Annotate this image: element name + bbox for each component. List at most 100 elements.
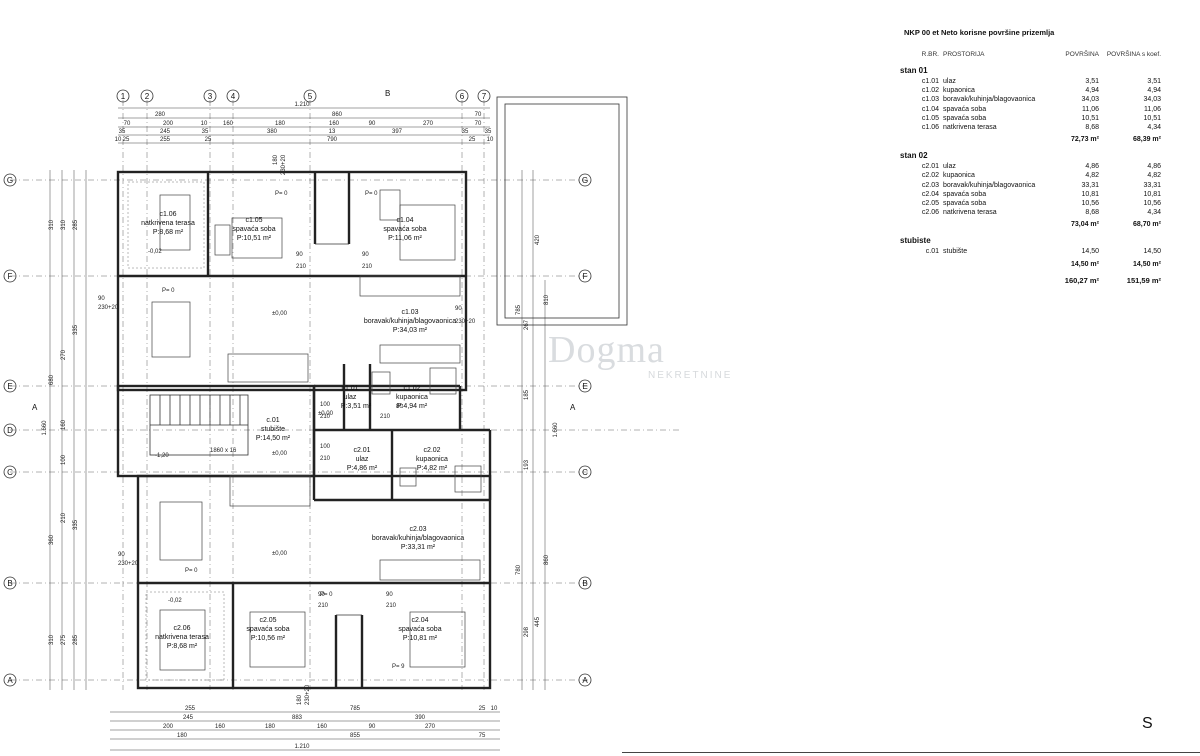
svg-text:90: 90 [318, 592, 325, 598]
svg-text:c1.03: c1.03 [401, 309, 418, 316]
svg-text:90: 90 [98, 296, 105, 302]
svg-text:180: 180 [177, 733, 188, 739]
svg-text:P:34,03 m²: P:34,03 m² [393, 327, 428, 334]
axis-row-label: F [583, 272, 588, 281]
svg-text:35: 35 [485, 129, 492, 135]
svg-text:310: 310 [61, 219, 67, 230]
svg-text:P= 0: P= 0 [365, 191, 378, 197]
svg-text:210: 210 [386, 603, 397, 609]
axis-row-label: A [7, 676, 13, 685]
svg-text:35: 35 [202, 129, 209, 135]
svg-text:160: 160 [215, 724, 226, 730]
svg-text:390: 390 [415, 715, 426, 721]
svg-text:spavaća soba: spavaća soba [383, 226, 426, 233]
svg-text:245: 245 [160, 129, 171, 135]
svg-text:883: 883 [292, 715, 303, 721]
svg-text:100: 100 [61, 454, 67, 465]
svg-text:natkrivena terasa: natkrivena terasa [155, 634, 209, 641]
svg-text:275: 275 [61, 634, 67, 645]
svg-text:±0,00: ±0,00 [272, 311, 288, 317]
axis-row-label: F [8, 272, 13, 281]
svg-text:P:3,51 m²: P:3,51 m² [341, 403, 372, 410]
dim-total-bottom: 1.210 [294, 744, 310, 750]
svg-text:P:33,31 m²: P:33,31 m² [401, 544, 436, 551]
section-title: stan 01 [900, 66, 928, 75]
svg-text:860: 860 [544, 554, 550, 565]
svg-text:90: 90 [296, 252, 303, 258]
svg-text:230+20: 230+20 [98, 305, 119, 311]
p-marks: P= 0 P= 0 P= 0 P= 0 P= 0 P= 9 [162, 191, 405, 670]
svg-text:±0,00: ±0,00 [272, 551, 288, 557]
svg-text:kupaonica: kupaonica [416, 456, 448, 463]
svg-text:200: 200 [163, 724, 174, 730]
axis-row-label: E [7, 382, 12, 391]
right-dimensions: 420 785 810 267 185 1.660 193 780 860 29… [516, 170, 559, 690]
pool [496, 96, 628, 326]
svg-text:335: 335 [73, 324, 79, 335]
svg-text:855: 855 [350, 733, 361, 739]
svg-text:180: 180 [297, 694, 303, 705]
room-id: c1.06 [159, 211, 176, 218]
table-header-row: R.BR. PROSTORIJA POVRŠINA POVRŠINA s koe… [921, 51, 1161, 58]
svg-text:445: 445 [535, 616, 541, 627]
svg-text:210: 210 [61, 512, 67, 523]
svg-text:360: 360 [49, 534, 55, 545]
room-area: P:8,68 m² [153, 229, 184, 236]
svg-text:285: 285 [73, 219, 79, 230]
svg-text:160: 160 [329, 121, 340, 127]
svg-text:35: 35 [119, 129, 126, 135]
svg-text:c2.06: c2.06 [173, 625, 190, 632]
svg-text:A: A [570, 403, 576, 412]
svg-text:210: 210 [362, 264, 373, 270]
axis-labels-rows: G F E D C B A G F E C B A [3, 173, 592, 687]
svg-text:90: 90 [386, 592, 393, 598]
svg-text:298: 298 [524, 626, 530, 637]
svg-text:P:4,94 m²: P:4,94 m² [397, 403, 428, 410]
section-title: stubiste [900, 236, 931, 246]
svg-text:790: 790 [327, 137, 338, 143]
svg-text:310: 310 [49, 634, 55, 645]
svg-text:210: 210 [318, 603, 329, 609]
room-labels: c1.06 natkrivena terasa P:8,68 m² c1.05 … [141, 211, 464, 650]
svg-text:230+20: 230+20 [118, 561, 139, 567]
svg-text:P:14,50 m²: P:14,50 m² [256, 435, 291, 442]
svg-text:90: 90 [369, 724, 376, 730]
axis-col-label: 1 [121, 92, 126, 101]
svg-text:185: 185 [524, 389, 530, 400]
svg-text:25: 25 [205, 137, 212, 143]
svg-text:kupaonica: kupaonica [396, 394, 428, 401]
watermark-subtitle: NEKRETNINE [648, 370, 733, 381]
svg-text:1.660: 1.660 [42, 420, 48, 436]
axis-col-label: 4 [231, 92, 236, 101]
svg-text:230+20: 230+20 [281, 154, 287, 175]
svg-text:230+20: 230+20 [305, 684, 311, 705]
table-title: NKP 00 et Neto korisne površine prizemlj… [904, 28, 1055, 37]
svg-text:335: 335 [73, 519, 79, 530]
svg-text:c2.02: c2.02 [423, 447, 440, 454]
svg-text:70: 70 [124, 121, 131, 127]
top-dimensions: 1.210 280 860 70 70 200 10 160 180 160 9… [115, 102, 494, 144]
svg-text:860: 860 [332, 112, 343, 118]
svg-text:280: 280 [155, 112, 166, 118]
svg-text:397: 397 [392, 129, 403, 135]
svg-text:±0,00: ±0,00 [318, 411, 334, 417]
svg-text:c1.05: c1.05 [245, 217, 262, 224]
axis-row-label: C [582, 468, 588, 477]
svg-text:B: B [385, 89, 390, 98]
svg-text:70: 70 [475, 112, 482, 118]
svg-text:270: 270 [423, 121, 434, 127]
svg-text:210: 210 [380, 414, 391, 420]
svg-text:75: 75 [479, 733, 486, 739]
level-marks: ±0,00 ±0,00 ±0,00 ±0,00 -0,02 -0,02 -1,2… [148, 249, 334, 604]
svg-text:ulaz: ulaz [344, 394, 357, 401]
svg-text:25: 25 [123, 137, 130, 143]
axis-row-label: B [7, 579, 12, 588]
svg-text:70: 70 [475, 121, 482, 127]
svg-text:c1.02: c1.02 [403, 385, 420, 392]
